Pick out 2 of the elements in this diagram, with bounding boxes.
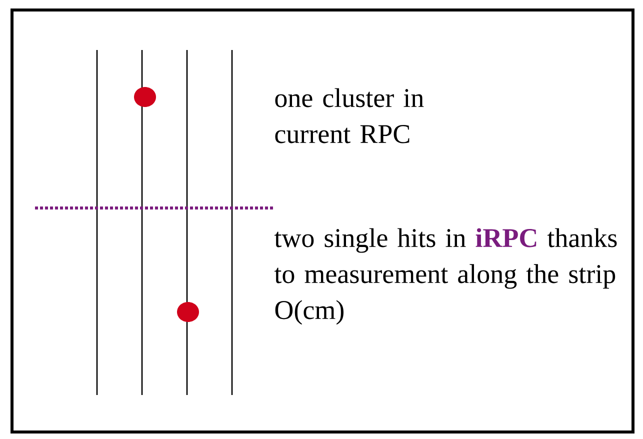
note-text: two single hits in iRPC thanks to measurement along the strip O(cm) xyxy=(274,228,617,325)
note-text: one cluster in current RPC xyxy=(275,88,424,144)
